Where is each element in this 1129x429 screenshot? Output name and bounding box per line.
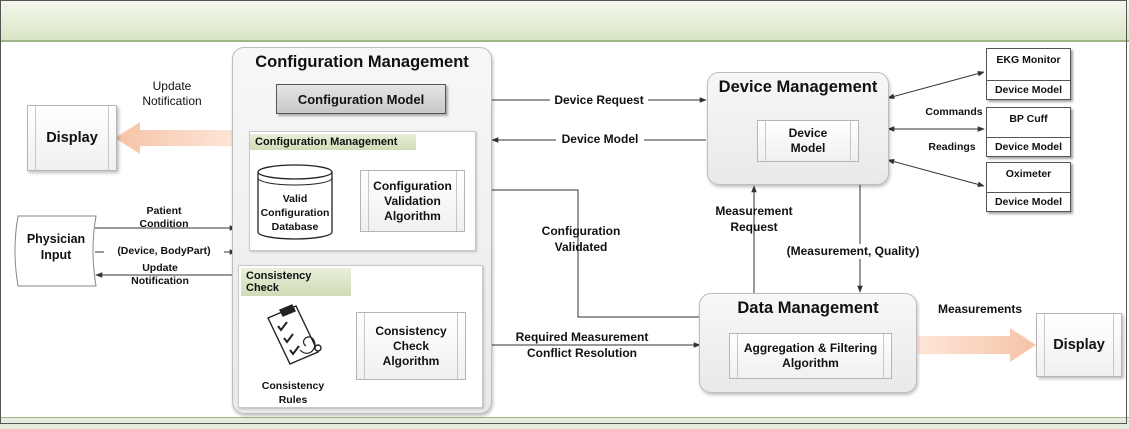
data-management-title: Data Management [737,299,879,317]
configuration-model-box: Configuration Model [276,84,446,114]
configuration-validation-algorithm: Configuration Validation Algorithm [360,170,465,232]
conflict-resolution-label: Required Measurement Conflict Resolution [515,330,649,360]
configuration-model-label: Configuration Model [297,91,425,107]
ekg-device-model-label: Device Model [987,80,1070,102]
bp-cuff-device: BP Cuff Device Model [986,107,1071,157]
update-notification-bottom-label: Update Notification [131,262,189,287]
device-model-arrow-label: Device Model [556,132,644,147]
physician-input-label: Physician Input [26,232,86,262]
measurement-quality-label: (Measurement, Quality) [780,244,926,259]
update-notification-top-label: Update Notification [142,79,202,108]
aggregation-filtering-algorithm: Aggregation & Filtering Algorithm [729,333,892,379]
oximeter-device: Oximeter Device Model [986,162,1071,212]
bp-device-model-label: Device Model [987,137,1070,159]
configuration-management-tag: Configuration Management [250,134,416,150]
ekg-monitor-label: EKG Monitor [996,54,1061,66]
bp-cuff-label: BP Cuff [1009,113,1048,125]
commands-label: Commands [925,106,983,118]
configuration-validated-arrow [476,189,707,320]
oximeter-label: Oximeter [1005,168,1052,180]
display-right: Display [1036,313,1122,377]
configuration-validated-label: Configuration Validated [541,224,621,254]
consistency-rules-label: Consistency Rules [261,380,325,406]
configuration-management-title: Configuration Management [255,53,469,71]
device-request-label: Device Request [550,93,648,108]
device-management-title: Device Management [718,78,878,96]
measurement-request-label: Measurement Request [715,204,793,234]
ekg-link [887,70,985,100]
display-left: Display [27,105,117,171]
database-label: Valid Configuration Database [260,193,330,233]
device-bodypart-label: (Device, BodyPart) [104,244,224,259]
oximeter-link [887,158,985,188]
patient-condition-label: Patient Condition [139,205,189,230]
ekg-monitor-device: EKG Monitor Device Model [986,48,1071,100]
update-fat-arrow [115,122,235,154]
measurements-label: Measurements [937,302,1023,316]
device-model-box: Device Model [757,120,859,162]
oximeter-device-model-label: Device Model [987,192,1070,214]
consistency-check-algorithm: Consistency Check Algorithm [356,312,466,380]
measurements-fat-arrow [918,328,1036,362]
consistency-check-tag: Consistency Check [241,268,351,296]
top-banner [0,0,1129,42]
readings-label: Readings [928,141,976,153]
